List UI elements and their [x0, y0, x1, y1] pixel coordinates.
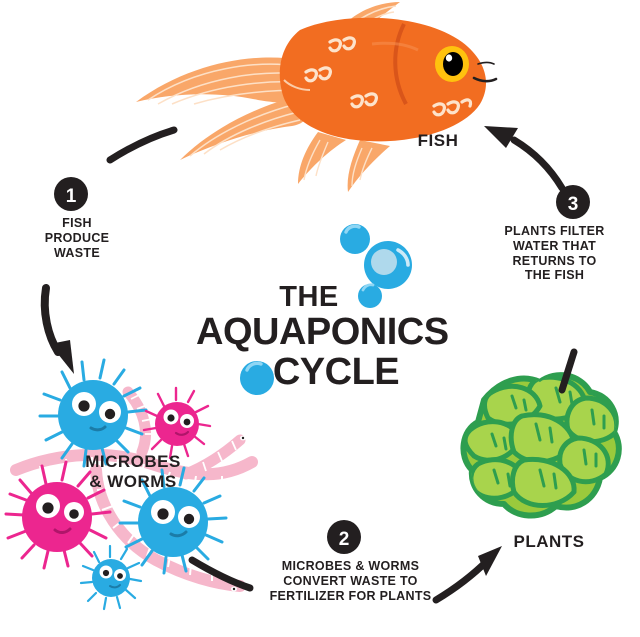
step-1-text: FISH PRODUCE WASTE: [44, 216, 110, 260]
arrow-microbes-to-step2: [188, 556, 254, 592]
microbe-blue-small: [79, 544, 143, 611]
step-badge-1: 1: [54, 177, 88, 211]
microbe-pink-large: [4, 460, 112, 570]
fish-label: FISH: [417, 131, 459, 150]
infographic-title: THE AQUAPONICS CYCLE: [196, 283, 449, 393]
arrow-plants-to-step3-stem: [558, 348, 578, 394]
svg-text:1: 1: [66, 186, 77, 207]
arrow-step3-to-fish: [484, 126, 566, 192]
arrow-fish-to-step1: [106, 126, 178, 164]
plants-illustration: [460, 372, 622, 519]
microbe-blue-medium: [118, 466, 228, 575]
step-badge-3: 3: [556, 185, 590, 219]
worm: [10, 448, 258, 481]
svg-text:3: 3: [568, 194, 579, 215]
step-badge-2: 2: [327, 520, 361, 554]
fish-illustration: [136, 2, 498, 192]
step-2-text: MICROBES & WORMS CONVERT WASTE TO FERTIL…: [269, 559, 432, 603]
microbes-and-worms-illustration: [4, 358, 258, 611]
microbe-pink-small: [142, 386, 212, 460]
worm: [90, 464, 246, 592]
title-line-cycle: CYCLE: [272, 350, 400, 393]
worm: [180, 434, 246, 480]
title-line-aquaponics: AQUAPONICS: [196, 311, 449, 353]
arrow-step1-to-microbes: [40, 284, 74, 374]
step-3-text: PLANTS FILTER WATER THAT RETURNS TO THE …: [504, 224, 605, 283]
bubble-small-top: [340, 224, 370, 254]
plants-label: PLANTS: [513, 532, 585, 551]
svg-text:2: 2: [339, 529, 350, 550]
microbe-blue-large: [38, 358, 148, 468]
worm: [122, 386, 151, 458]
bubbles-illustration: [240, 224, 412, 395]
microbes-label: MICROBES & WORMS: [85, 452, 181, 492]
arrow-step2-to-plants: [432, 546, 502, 604]
title-line-the: THE: [279, 281, 339, 313]
